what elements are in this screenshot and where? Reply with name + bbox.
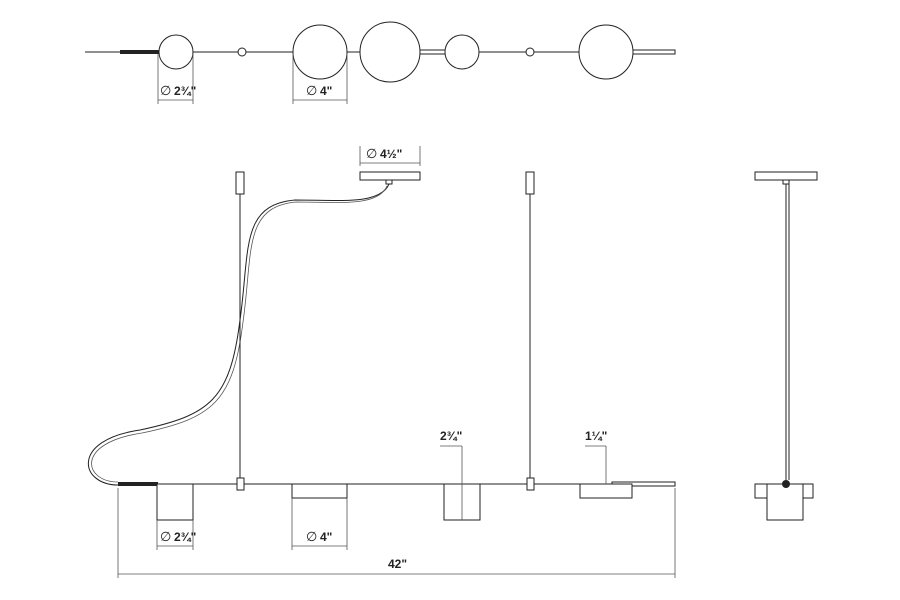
plan-shade-large-1 — [292, 24, 348, 80]
bottom-small-dia-label: 2¾" — [174, 530, 196, 544]
plan-bar-dark-segment — [120, 50, 172, 54]
bar-connector-1 — [236, 477, 245, 491]
overall-length-label: 42" — [388, 557, 407, 571]
diameter-symbol: ∅ — [306, 530, 317, 545]
plan-view: ∅ 2¾" ∅ 4" — [85, 21, 676, 104]
canopy-cord-grip — [385, 179, 393, 185]
shade-large-elev-2 — [579, 483, 633, 499]
plan-shade-small-2 — [444, 34, 480, 70]
height-large-label: 2¾" — [440, 429, 462, 443]
diameter-symbol: ∅ — [306, 84, 317, 99]
plan-shade-large-2 — [578, 24, 634, 80]
shade-large-elev-1 — [291, 483, 348, 499]
light-bar-dark-end — [118, 482, 158, 486]
plan-shade-canopy — [359, 21, 421, 83]
bottom-large-dia-label: 4" — [320, 530, 332, 544]
diameter-symbol: ∅ — [160, 530, 171, 545]
plan-joint-2 — [525, 47, 535, 57]
shade-small-elev-1 — [156, 483, 194, 521]
side-connector — [782, 480, 790, 488]
plan-shade-small-1 — [158, 34, 194, 70]
plan-joint-1 — [237, 47, 247, 57]
side-cord-grip — [782, 179, 790, 185]
canopy-dia-label: 4½" — [380, 147, 402, 161]
height-small-label: 1¼" — [585, 429, 607, 443]
side-elevation — [754, 171, 818, 521]
side-shade — [766, 483, 804, 521]
cable-gripper-2 — [525, 171, 535, 195]
cable-gripper-1 — [235, 171, 245, 195]
power-cord — [87, 183, 390, 486]
side-canopy — [754, 171, 818, 181]
ceiling-canopy — [359, 171, 421, 181]
diameter-symbol: ∅ — [160, 84, 171, 99]
plan-small-dia-label: 2¾" — [174, 84, 196, 98]
front-elevation: ∅ 4½" 2¾" 1¼" — [87, 146, 676, 578]
plan-large-dia-label: 4" — [320, 84, 332, 98]
bar-connector-2 — [526, 477, 535, 491]
diameter-symbol: ∅ — [366, 147, 377, 162]
